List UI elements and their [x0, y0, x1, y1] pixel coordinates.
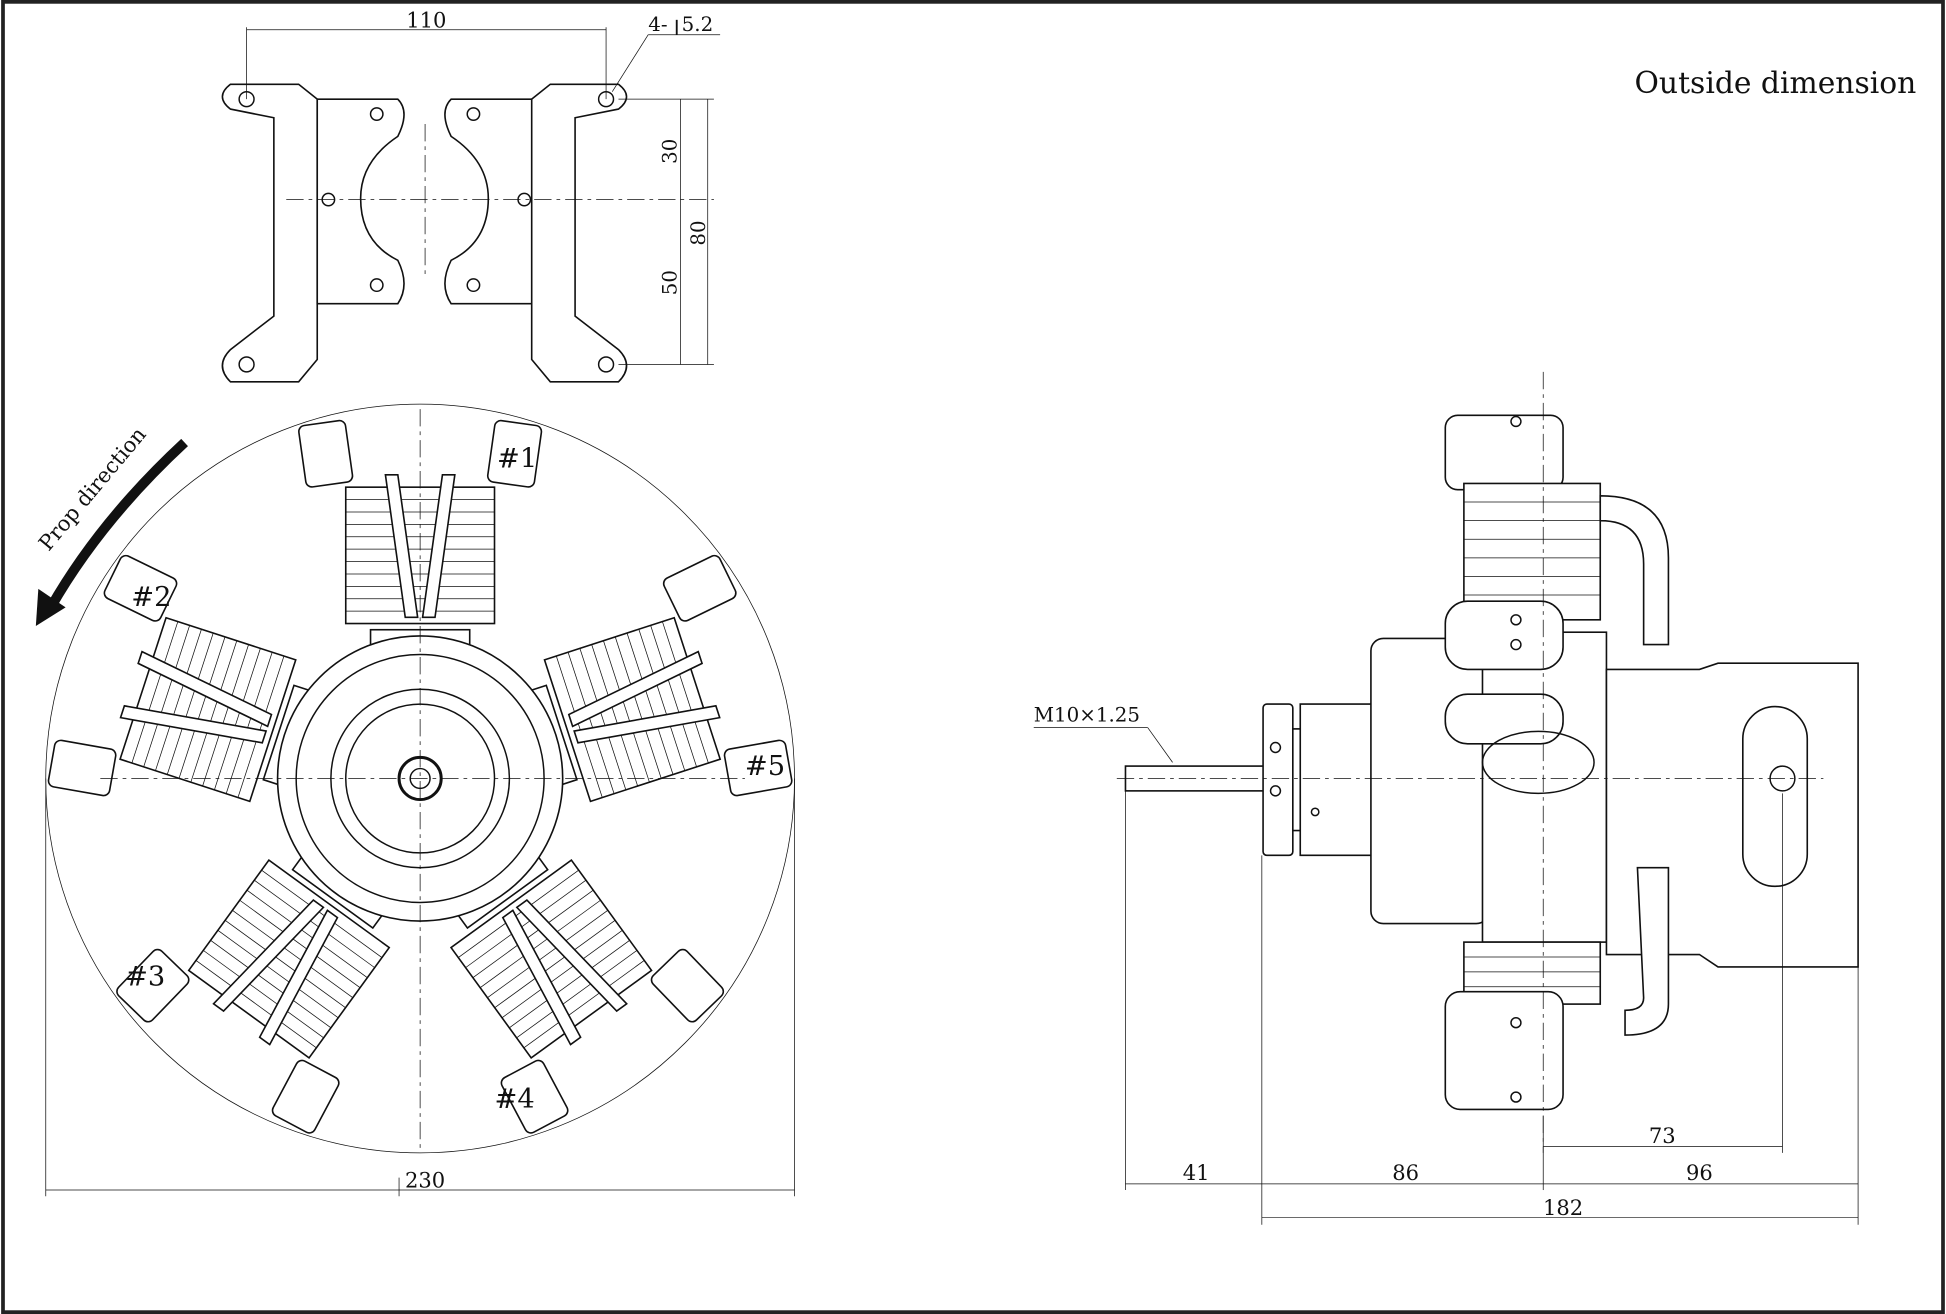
cylinder-label-4: #4 [495, 1084, 535, 1115]
mount-dim-30: 30 [659, 139, 682, 164]
dim-182: 182 [1543, 1195, 1583, 1220]
cylinder-label-2: #2 [131, 582, 171, 613]
mount-bracket-view: 110 4- 5.2 30 50 80 [221, 7, 721, 383]
mount-width-dim: 110 [406, 7, 446, 32]
dim-86: 86 [1392, 1160, 1419, 1185]
mount-hole-dim: 5.2 [682, 13, 714, 36]
cylinder-label-5: #5 [745, 751, 785, 782]
mount-dim-80: 80 [687, 220, 710, 245]
dim-41: 41 [1183, 1160, 1210, 1185]
mount-hole-prefix: 4- [648, 13, 667, 36]
dim-96: 96 [1686, 1160, 1713, 1185]
engine-side-view: M10×1.25 41 86 96 73 182 [1034, 371, 1859, 1225]
diameter-dim: 230 [405, 1168, 445, 1193]
cylinder-label-1: #1 [497, 443, 537, 474]
dim-73: 73 [1649, 1123, 1676, 1148]
prop-direction-arrow [46, 438, 188, 610]
thread-label: M10×1.25 [1034, 703, 1140, 726]
drawing-title: Outside dimension [1635, 66, 1917, 101]
mount-dim-50: 50 [659, 270, 682, 295]
cylinder-label-3: #3 [125, 961, 165, 992]
engine-front-view: Prop direction #1 #2 #3 #4 #5 230 [33, 403, 800, 1197]
